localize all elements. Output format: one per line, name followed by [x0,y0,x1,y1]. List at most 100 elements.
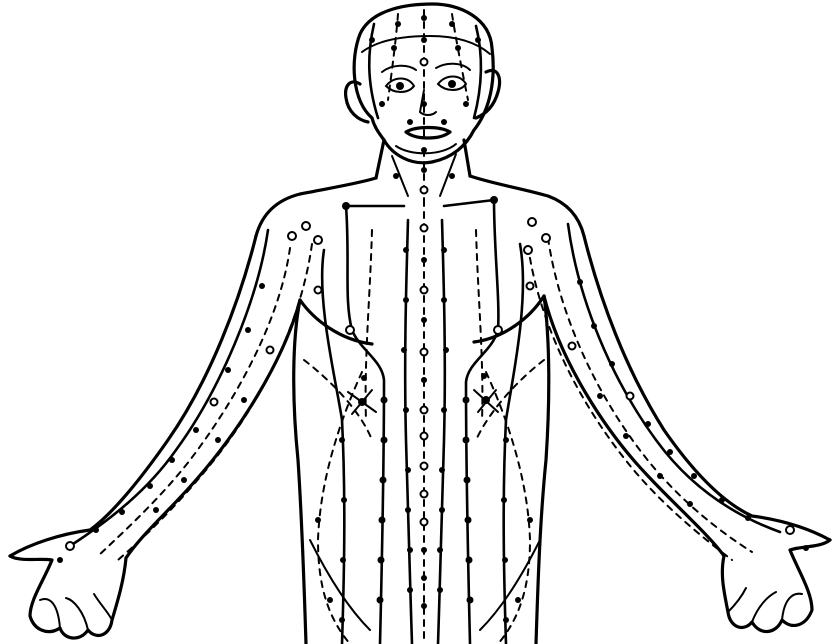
acupoint [405,467,411,473]
right-arm-outer [584,236,830,540]
acupoint [687,501,693,507]
right-arm-channel-2 [548,238,752,552]
acupoint [463,397,470,404]
acupoint [405,507,411,513]
acupoint [381,437,388,444]
acupoint [361,375,367,381]
acupoint [577,279,583,285]
acupoint [379,101,385,107]
acupoint [407,119,413,125]
acupoint-open [302,222,310,230]
acupoint [803,545,809,551]
acupoint [193,427,199,433]
acupoint [315,517,321,523]
acupoint [339,437,345,443]
acupoint [342,202,350,210]
acupoint [437,547,443,553]
acupoint [421,603,427,609]
acupoint [377,597,384,604]
left-brow [382,66,416,72]
torso-channels [304,196,544,644]
acupoint [93,527,99,533]
acupoint-open [211,399,218,406]
acupoint [501,497,507,503]
acupoint [369,37,375,43]
acupoint [241,397,247,403]
neck-left-edge [376,140,384,178]
acupoint-open [421,491,428,498]
acupoint [515,597,521,603]
acupoint [421,377,427,383]
left-hand [10,556,126,638]
right-arm-channel-1 [568,224,780,532]
acupoint-open [627,393,634,400]
acupoint [439,467,445,473]
mouth [406,128,450,139]
acupoint-open [494,326,502,334]
acupoint [395,21,401,27]
acupoint [421,257,427,263]
right-arm-channel-3 [528,246,732,560]
acupoint [407,547,413,553]
acupoint [421,15,427,21]
acupoint [215,437,221,443]
acupoint-open [267,347,274,354]
acupoint [502,557,508,563]
torso-left-side [294,300,306,644]
left-fingers [40,594,112,630]
acupoint [439,507,445,513]
acupoint [449,173,455,179]
acupoint [339,617,345,623]
acupoint [441,407,447,413]
acupoint [378,557,385,564]
acupoint [403,247,409,253]
right-kidney-channel [438,220,445,644]
acupoint [482,396,490,404]
acupoint [421,167,427,173]
acupoint [421,101,427,107]
acupoint [169,457,175,463]
acupoint [503,437,509,443]
acupoint [401,347,407,353]
acupoint [645,421,651,427]
acupoint [441,119,447,125]
acupoint [609,361,615,367]
acupoint-open [528,218,536,226]
right-clavicle-channel [444,200,494,206]
acupoint [341,497,347,503]
acupoint [463,101,469,107]
acupoint [481,373,487,379]
acupoint [449,21,455,27]
acupoint-open [421,59,428,66]
neck-right-edge [464,140,470,176]
acupoint-open [421,187,428,194]
acupoint [379,517,386,524]
acupoint-open [421,349,428,356]
acupoint-open [314,236,322,244]
acupoint-open [315,287,322,294]
acupoint [391,45,397,51]
acupoint [181,477,187,483]
acupoint [358,398,366,406]
left-spleen-channel [322,250,344,644]
acupoint [745,515,751,521]
acupoint-open [421,463,428,470]
acupoint [421,547,427,553]
right-brow [436,64,470,70]
acupoint-open [421,407,428,414]
acupoint [259,283,265,289]
acupoint [527,517,533,523]
acupoint [421,37,427,43]
acupoint-open [66,542,74,550]
acupoint [623,433,629,439]
right-pupil [448,80,456,88]
left-pupil [396,82,404,90]
acupoint [467,597,474,604]
left-groin-line [310,540,370,630]
acupoint [597,393,603,399]
acupoint [380,477,387,484]
acupoint-open [421,433,428,440]
acupoint [441,297,447,303]
acupoint-open [421,519,428,526]
